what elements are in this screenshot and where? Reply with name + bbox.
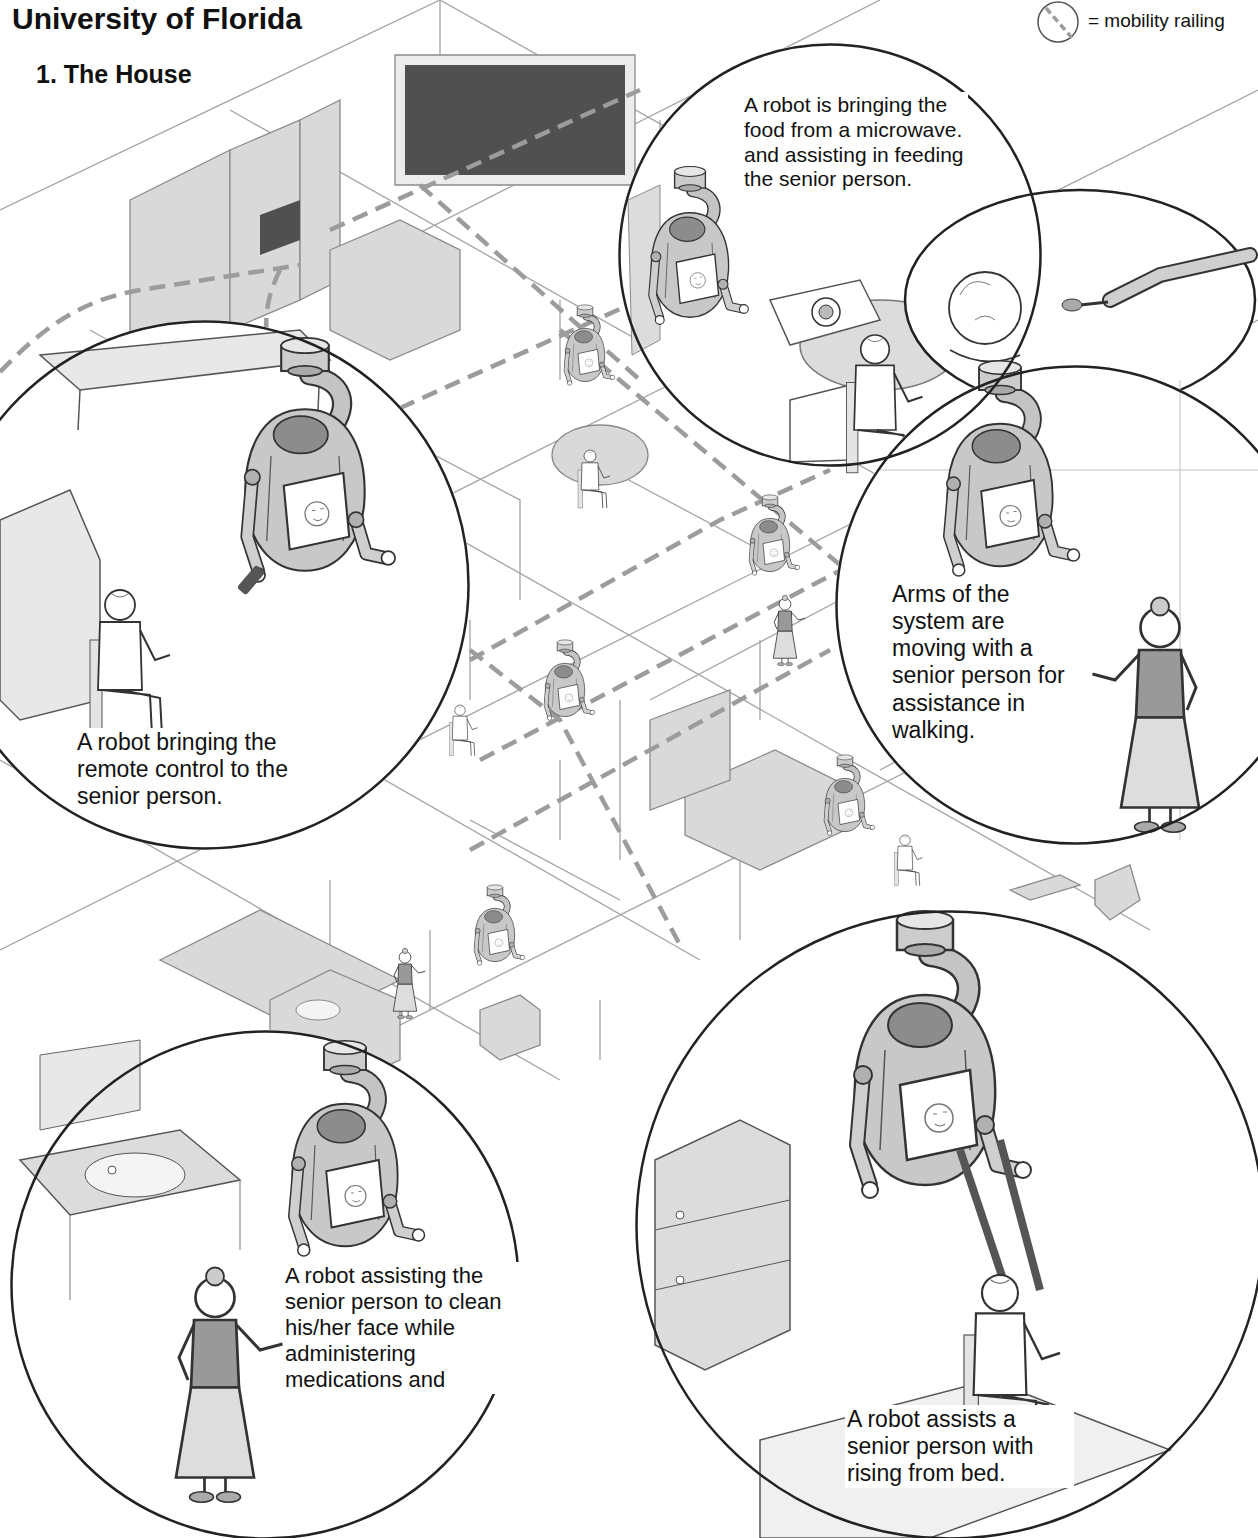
- callout-text: A robot is bringing the food from a micr…: [742, 92, 968, 193]
- section-heading: 1. The House: [36, 60, 192, 89]
- callout-circle: A robot assisting the senior person to c…: [10, 1030, 520, 1538]
- page-title: University of Florida: [12, 2, 302, 36]
- callout-text: A robot bringing the remote control to t…: [75, 728, 329, 811]
- callout-text: A robot assists a senior person with ris…: [845, 1405, 1074, 1488]
- callout-text: Arms of the system are moving with a sen…: [890, 580, 1076, 745]
- callout-circle: Arms of the system are moving with a sen…: [835, 365, 1258, 845]
- callout-circle: A robot assists a senior person with ris…: [635, 910, 1258, 1538]
- legend-text: = mobility railing: [1088, 10, 1225, 32]
- callout-circle: A robot bringing the remote control to t…: [0, 320, 470, 850]
- callout-text: A robot assisting the senior person to c…: [283, 1262, 521, 1394]
- callout-circle: A robot is bringing the food from a micr…: [618, 43, 1042, 467]
